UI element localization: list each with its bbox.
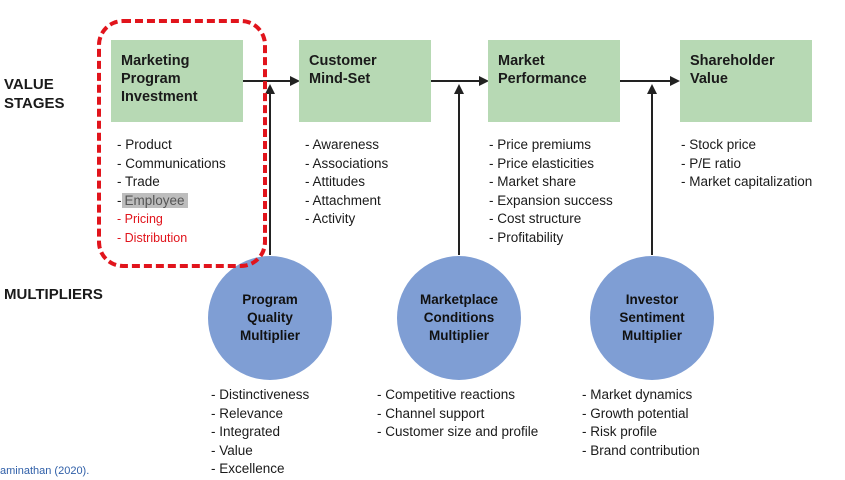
mindset-list: - Awareness - Associations - Attitudes -… <box>305 137 389 226</box>
investment-item-employee: -Employee <box>117 192 226 211</box>
stage-customer-mind-set: Customer Mind-Set <box>299 40 431 122</box>
performance-list: - Price premiums - Price elasticities - … <box>489 137 613 245</box>
marketplace-conditions-multiplier: Marketplace Conditions Multiplier <box>397 256 521 380</box>
stage-marketing-program-investment: Marketing Program Investment <box>111 40 243 122</box>
investment-list: - Product - Communications - Trade -Empl… <box>117 137 226 245</box>
stage-shareholder-value: Shareholder Value <box>680 40 812 122</box>
multipliers-label: MULTIPLIERS <box>4 286 103 303</box>
program-quality-multiplier: Program Quality Multiplier <box>208 256 332 380</box>
investor-multiplier-list: - Market dynamics - Growth potential - R… <box>582 387 700 458</box>
value-stages-label: VALUE STAGES <box>4 76 65 112</box>
investment-highlight-outline <box>97 19 267 268</box>
program-multiplier-list: - Distinctiveness - Relevance - Integrat… <box>211 387 310 476</box>
shareholder-list: - Stock price - P/E ratio - Market capit… <box>681 137 813 189</box>
source-caption: aminathan (2020). <box>0 465 90 477</box>
marketplace-multiplier-list: - Competitive reactions - Channel suppor… <box>377 387 539 439</box>
investor-sentiment-multiplier: Investor Sentiment Multiplier <box>590 256 714 380</box>
stage-market-performance: Market Performance <box>488 40 620 122</box>
